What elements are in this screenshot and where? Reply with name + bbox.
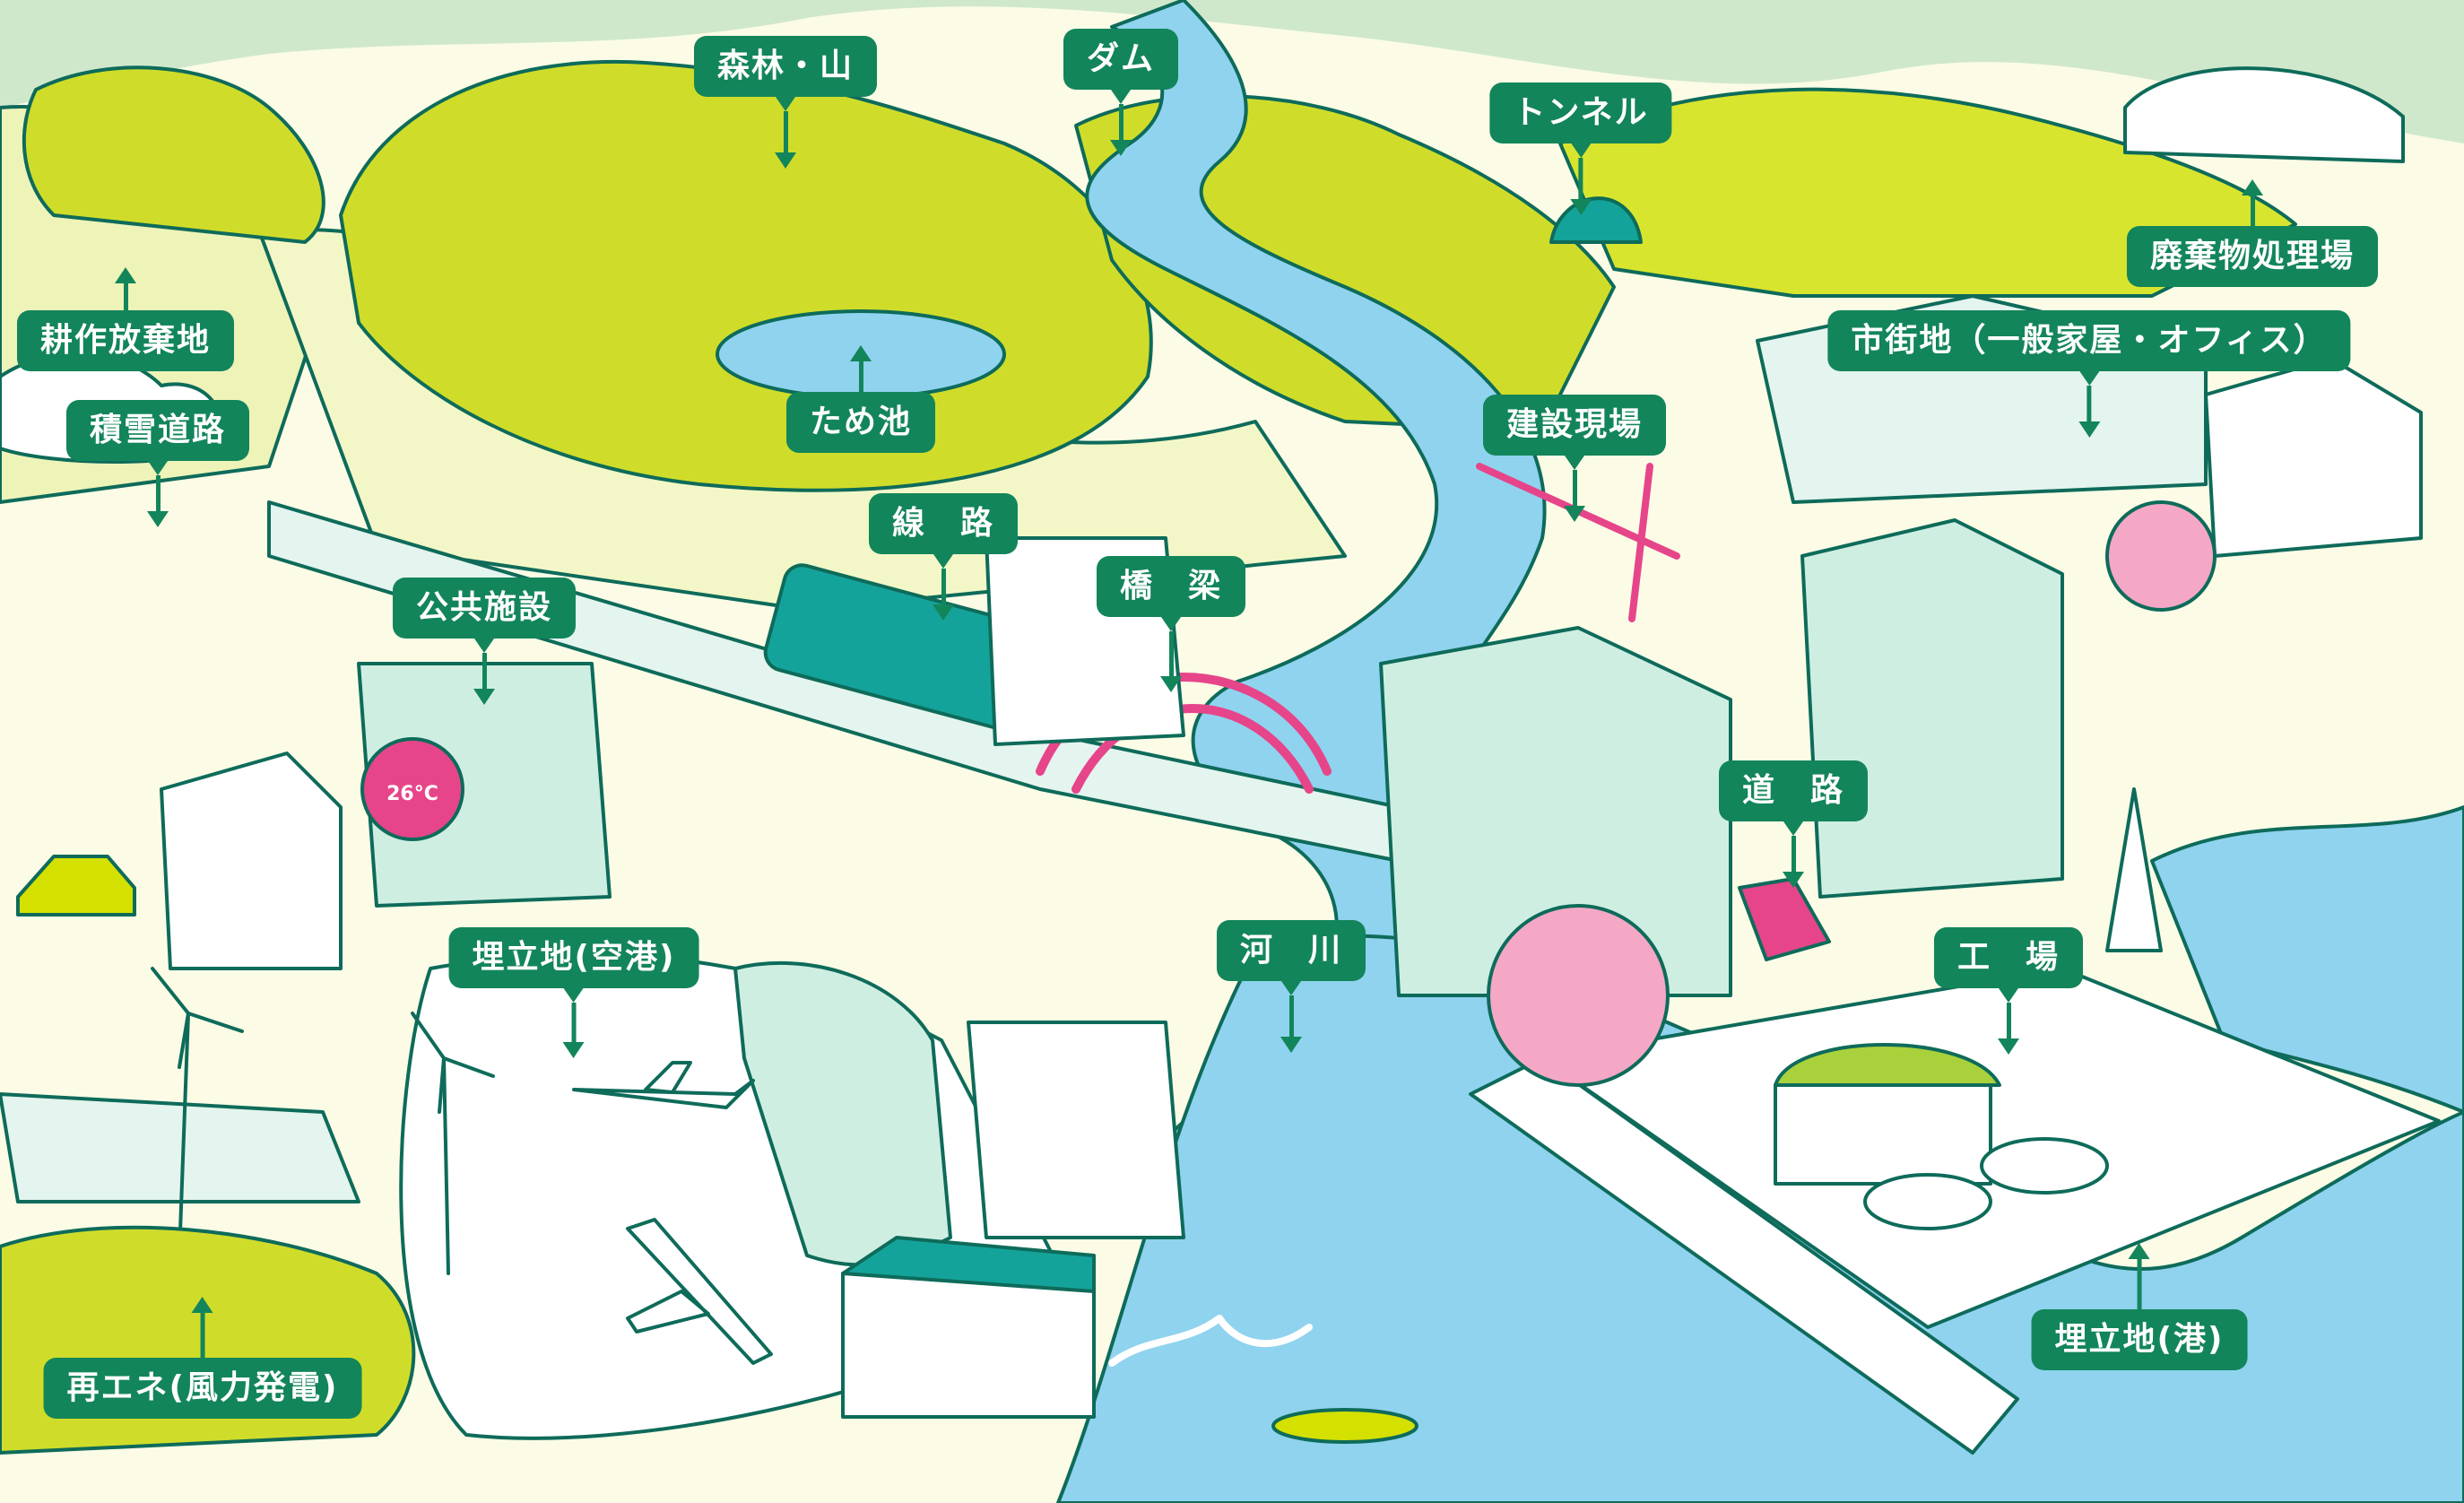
storage-tank-1 xyxy=(1863,1173,1992,1230)
distant-hills xyxy=(0,0,2464,143)
car-yellow xyxy=(16,855,136,917)
label-text: 森林・山 xyxy=(693,36,878,97)
label-text: 耕作放棄地 xyxy=(16,310,235,371)
label-reclaimed-airport: 埋立地(空港) xyxy=(448,927,699,1058)
label-text: 公共施設 xyxy=(392,578,577,639)
label-text: 河 川 xyxy=(1216,920,1366,981)
airport-terminal xyxy=(733,961,952,1267)
wind-turbines xyxy=(151,967,495,1275)
factory-chimney xyxy=(2105,787,2163,952)
label-text: 橋 梁 xyxy=(1096,556,1246,617)
label-text: 線 路 xyxy=(868,493,1019,554)
label-reclaimed-port: 埋立地(港) xyxy=(2031,1243,2248,1370)
arch-bridge-2 xyxy=(1071,704,1314,794)
pier xyxy=(1469,1056,2019,1455)
hangar xyxy=(841,1272,1096,1419)
label-construction-site: 建設現場 xyxy=(1482,395,1667,522)
office-tower xyxy=(1379,626,1732,997)
forest-topleft xyxy=(22,65,325,244)
label-railway: 線 路 xyxy=(868,493,1019,621)
public-building xyxy=(357,662,612,908)
inset-worker xyxy=(1487,904,1670,1087)
midrise-center xyxy=(967,1021,1185,1239)
label-text: ため池 xyxy=(785,392,936,453)
label-dam: ダム xyxy=(1063,29,1179,156)
wave xyxy=(1108,1315,1313,1367)
label-city-area: 市街地（一般家屋・オフィス） xyxy=(1827,310,2351,438)
label-text: 埋立地(港) xyxy=(2031,1309,2248,1370)
airplane-1 xyxy=(572,1061,755,1109)
label-river: 河 川 xyxy=(1216,920,1366,1053)
waste-plant-dome xyxy=(2123,66,2405,163)
label-text: 建設現場 xyxy=(1482,395,1667,456)
label-text: 積雪道路 xyxy=(65,400,250,461)
label-text: 道 路 xyxy=(1718,760,1869,821)
label-abandoned-farmland: 耕作放棄地 xyxy=(16,267,235,371)
hangar-roof xyxy=(841,1236,1096,1293)
car-pink xyxy=(1738,877,1831,961)
inset-noise xyxy=(2105,500,2217,612)
label-text: 再エネ(風力発電) xyxy=(43,1358,362,1419)
label-text: 工 場 xyxy=(1933,927,2084,988)
storage-tank-2 xyxy=(1980,1137,2109,1195)
forest-far-right xyxy=(1558,87,2297,298)
factory-hall-roof xyxy=(1774,1043,2001,1087)
label-pond: ため池 xyxy=(785,345,936,453)
label-public-facility: 公共施設 xyxy=(392,578,577,705)
label-text: ダム xyxy=(1063,29,1179,90)
house-left xyxy=(160,752,343,970)
surfboard xyxy=(1271,1408,1419,1444)
label-forest-mountain: 森林・山 xyxy=(693,36,878,169)
label-tunnel: トンネル xyxy=(1489,83,1672,215)
airplane-2 xyxy=(626,1218,773,1365)
label-snowy-road: 積雪道路 xyxy=(65,400,250,527)
label-road: 道 路 xyxy=(1718,760,1869,888)
label-waste-plant: 廃棄物処理場 xyxy=(2126,179,2379,287)
label-text: 廃棄物処理場 xyxy=(2126,226,2379,287)
label-text: 埋立地(空港) xyxy=(448,927,699,988)
thermostat-reading-text: 26°C xyxy=(386,783,438,805)
solar-field xyxy=(0,1092,360,1203)
factory-hall xyxy=(1774,1083,1992,1186)
inset-thermostat xyxy=(360,737,464,841)
label-text: 市街地（一般家屋・オフィス） xyxy=(1827,310,2351,371)
label-text: トンネル xyxy=(1489,83,1672,143)
label-renewable-wind: 再エネ(風力発電) xyxy=(43,1297,362,1419)
label-factory: 工 場 xyxy=(1933,927,2084,1055)
label-bridge: 橋 梁 xyxy=(1096,556,1246,692)
